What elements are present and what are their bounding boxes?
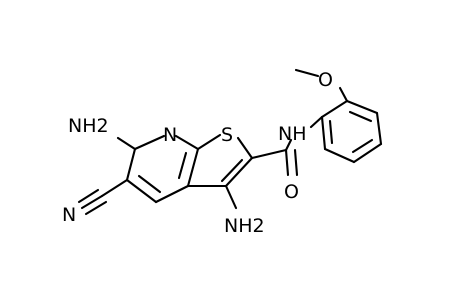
bond-c6-nh2 [116, 136, 137, 151]
bond-ar-2 [345, 99, 379, 115]
bond-ar-inner-3 [328, 119, 334, 145]
atom-labels: NH2 NH2 N S NH O O N [62, 69, 333, 237]
bond-c4-c3a [154, 184, 190, 204]
bond-co-2 [293, 148, 299, 177]
bond-c2-carbonyl [250, 148, 288, 160]
bond-nitrile-1 [80, 194, 104, 210]
carbonyl-o-label: O [284, 181, 299, 203]
bond-ar-4 [352, 142, 383, 164]
bond-co-1 [284, 148, 290, 177]
bond-n-c6 [133, 134, 166, 151]
bond-carbonyl-nh [284, 138, 293, 152]
bond-nitrile-3 [84, 200, 108, 216]
bond-lines [77, 68, 383, 216]
bond-c3-nh2 [224, 184, 238, 210]
methoxy-o-label: O [318, 69, 333, 91]
nh2-bottom-label: NH2 [224, 215, 265, 237]
bond-c2-c3-inner [220, 158, 244, 183]
bond-c7a-s [196, 133, 222, 151]
bond-c5-cn [100, 178, 129, 198]
nitrile-n-label: N [62, 204, 76, 226]
bond-ar-5 [323, 147, 356, 164]
bond-c6-c5 [125, 147, 137, 182]
bond-ar-inner-1 [348, 110, 373, 123]
bond-ar-1 [320, 99, 349, 119]
bond-c5-c4-inner [137, 174, 162, 194]
bond-ar-6 [320, 115, 327, 151]
bond-c5-c4 [125, 178, 158, 204]
ring-n-label: N [163, 124, 177, 146]
bond-ar-inner-2 [351, 138, 374, 154]
bond-s-c2 [236, 136, 254, 160]
bond-c3a-c7a-inner [177, 151, 188, 180]
bond-ar-ome [338, 86, 349, 103]
bond-nitrile-2 [77, 188, 100, 204]
bond-nh-aryl [309, 115, 324, 129]
nh2-left-label: NH2 [68, 115, 109, 137]
bond-ar-3 [375, 111, 383, 146]
bond-c7a-n [174, 134, 200, 151]
bond-c3a-c7a [186, 147, 200, 188]
bond-o-methyl [294, 68, 320, 78]
bond-c2-c3 [224, 156, 254, 188]
amide-nh-label: NH [278, 123, 307, 145]
ring-s-label: S [221, 124, 233, 146]
